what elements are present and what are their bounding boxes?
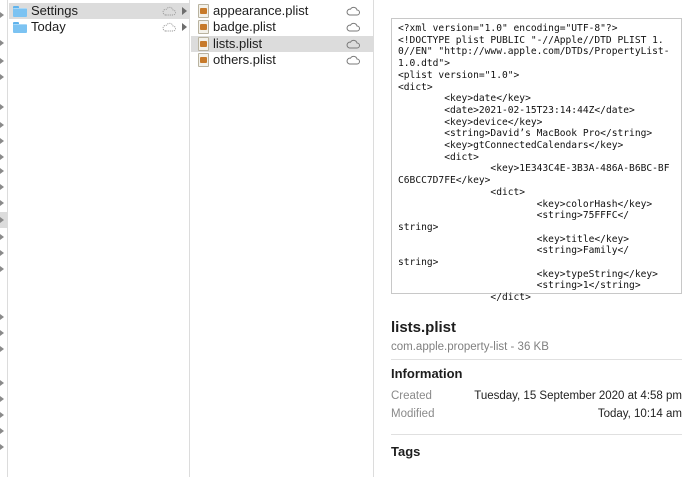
plist-file-icon [198, 20, 209, 34]
created-label: Created [391, 390, 432, 402]
file-row-appearance[interactable]: appearance.plist [191, 3, 373, 19]
disclosure-arrow-icon [0, 74, 4, 80]
file-row-label: others.plist [213, 52, 276, 67]
icloud-status-icon [162, 6, 176, 16]
folder-column: Settings Today [9, 0, 190, 477]
cloud-download-icon[interactable] [346, 6, 360, 16]
disclosure-arrow-icon [0, 396, 4, 402]
folder-row-label: Settings [31, 3, 78, 18]
disclosure-arrow-icon [0, 314, 4, 320]
divider [391, 359, 682, 360]
chevron-right-icon [182, 7, 187, 15]
folder-row-settings[interactable]: Settings [9, 3, 189, 19]
disclosure-arrow-icon [0, 412, 4, 418]
plist-source-text: <?xml version="1.0" encoding="UTF-8"?> <… [398, 23, 670, 304]
disclosure-arrow-icon [0, 428, 4, 434]
disclosure-arrow-icon [0, 168, 4, 174]
file-row-others[interactable]: others.plist [191, 52, 373, 68]
disclosure-arrow-icon [0, 154, 4, 160]
plist-file-icon [198, 4, 209, 18]
created-row: Created Tuesday, 15 September 2020 at 4:… [391, 390, 682, 406]
disclosure-arrow-icon [0, 234, 4, 240]
information-heading: Information [391, 366, 463, 381]
tags-heading: Tags [391, 444, 421, 459]
modified-row: Modified Today, 10:14 am [391, 408, 682, 424]
disclosure-arrow-icon [0, 346, 4, 352]
modified-value: Today, 10:14 am [597, 408, 682, 420]
disclosure-arrow-icon [0, 138, 4, 144]
icloud-status-icon [162, 22, 176, 32]
file-column: appearance.plist badge.plist lists.plist… [191, 0, 374, 477]
folder-icon [13, 6, 27, 17]
disclosure-arrow-icon [0, 217, 4, 223]
disclosure-arrow-icon [0, 12, 4, 18]
folder-icon [13, 22, 27, 33]
plist-file-icon [198, 53, 209, 67]
disclosure-arrow-icon [0, 184, 4, 190]
divider [391, 434, 682, 435]
file-row-label: lists.plist [213, 36, 263, 51]
file-row-label: appearance.plist [213, 3, 309, 18]
file-row-badge[interactable]: badge.plist [191, 19, 373, 35]
cloud-download-icon[interactable] [346, 22, 360, 32]
disclosure-arrow-icon [0, 266, 4, 272]
preview-pane: <?xml version="1.0" encoding="UTF-8"?> <… [375, 0, 690, 477]
parent-column-sliver[interactable] [0, 0, 8, 477]
chevron-right-icon [182, 23, 187, 31]
parent-column-selection [0, 212, 8, 228]
preview-file-name: lists.plist [391, 319, 457, 336]
disclosure-arrow-icon [0, 58, 4, 64]
disclosure-arrow-icon [0, 380, 4, 386]
file-content-preview[interactable]: <?xml version="1.0" encoding="UTF-8"?> <… [391, 18, 682, 303]
disclosure-arrow-icon [0, 122, 4, 128]
folder-row-label: Today [31, 19, 66, 34]
plist-file-icon [198, 37, 209, 51]
cloud-download-icon[interactable] [346, 55, 360, 65]
disclosure-arrow-icon [0, 444, 4, 450]
disclosure-arrow-icon [0, 104, 4, 110]
preview-file-kind: com.apple.property-list - 36 KB [391, 341, 549, 353]
disclosure-arrow-icon [0, 200, 4, 206]
disclosure-arrow-icon [0, 250, 4, 256]
created-value: Tuesday, 15 September 2020 at 4:58 pm [474, 390, 682, 402]
modified-label: Modified [391, 408, 435, 420]
cloud-download-icon[interactable] [346, 39, 360, 49]
file-row-label: badge.plist [213, 19, 276, 34]
file-row-lists[interactable]: lists.plist [191, 36, 373, 52]
disclosure-arrow-icon [0, 40, 4, 46]
folder-row-today[interactable]: Today [9, 19, 189, 35]
disclosure-arrow-icon [0, 330, 4, 336]
